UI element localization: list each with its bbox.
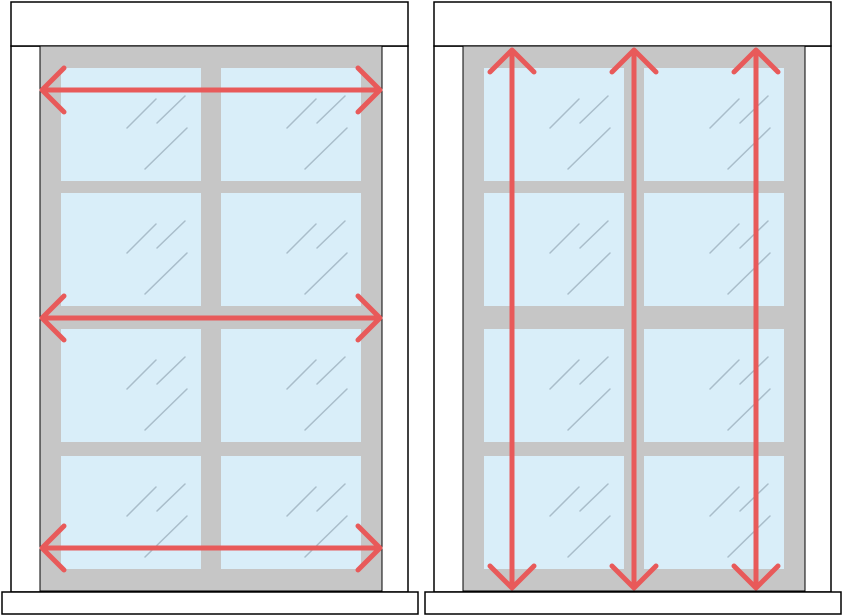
glass-pane-r3-c2-glare-1 xyxy=(709,359,740,390)
glass-pane-r3-c1-glare-1 xyxy=(126,359,157,390)
glass-pane-r2-c2-glare-3 xyxy=(727,252,771,295)
glass-pane-r4-c2-glare-1 xyxy=(286,486,317,517)
glass-pane-r2-c1-glare-1 xyxy=(126,223,157,254)
glass-pane-r3-c2-glare-1 xyxy=(286,359,317,390)
glass-pane-r4-c2-glare-3 xyxy=(727,515,771,558)
glass-pane-r4-c2-glare-2 xyxy=(316,483,346,512)
head-casing xyxy=(433,1,832,47)
glass-pane-r1-c1-glare-2 xyxy=(579,95,609,124)
right-window-diagram xyxy=(424,1,842,615)
width-arrow-3-head-right xyxy=(355,523,383,573)
glass-pane-r2-c2-glare-3 xyxy=(304,252,348,295)
glass-pane-r1-c1-glare-1 xyxy=(549,98,580,129)
glass-pane-r1-c2-glare-3 xyxy=(304,127,348,170)
glass-pane-r4-c1-glare-2 xyxy=(579,483,609,512)
glass-pane-r2-c2-glare-2 xyxy=(316,220,346,249)
glass-pane-r1-c2-glare-2 xyxy=(316,95,346,124)
glass-pane-r3-c1-glare-3 xyxy=(567,388,611,431)
glass-pane-r3-c2-glare-3 xyxy=(304,388,348,431)
height-arrow-3-head-bottom xyxy=(731,563,781,591)
glass-pane-r2-c1-glare-3 xyxy=(144,252,188,295)
glass-pane-r3-c1-glare-3 xyxy=(144,388,188,431)
glass-pane-r1-c1-glare-2 xyxy=(156,95,186,124)
height-arrow-1-head-top xyxy=(487,47,537,75)
glass-pane-r3-c1-glare-2 xyxy=(579,356,609,385)
height-arrow-1-head-bottom xyxy=(487,563,537,591)
glass-pane-r1-c2-glare-3 xyxy=(727,127,771,170)
glass-pane-r4-c1-glare-2 xyxy=(156,483,186,512)
glass-pane-r2-c1-glare-3 xyxy=(567,252,611,295)
glass-pane-r3-c1-glare-2 xyxy=(156,356,186,385)
glass-pane-r1-c2-glare-1 xyxy=(286,98,317,129)
glass-pane-r2-c1-glare-2 xyxy=(156,220,186,249)
glass-pane-r4-c1-glare-3 xyxy=(567,515,611,558)
window-sill xyxy=(424,591,842,615)
glass-pane-r2-c2-glare-1 xyxy=(286,223,317,254)
glass-pane-r3-c2-glare-2 xyxy=(316,356,346,385)
width-arrow-2-head-right xyxy=(355,293,383,343)
glass-pane-r4-c1-glare-1 xyxy=(126,486,157,517)
window-sill xyxy=(1,591,419,615)
width-arrow-3-head-left xyxy=(39,523,67,573)
glass-pane-r1-c2-glare-1 xyxy=(709,98,740,129)
glass-pane-r4-c1-glare-1 xyxy=(549,486,580,517)
glass-pane-r2-c1-glare-2 xyxy=(579,220,609,249)
left-window-diagram xyxy=(1,1,419,615)
height-arrow-3-head-top xyxy=(731,47,781,75)
height-arrow-2-head-bottom xyxy=(609,563,659,591)
glass-pane-r2-c2-glare-1 xyxy=(709,223,740,254)
width-arrow-2-head-left xyxy=(39,293,67,343)
glass-pane-r3-c2-glare-3 xyxy=(727,388,771,431)
glass-pane-r1-c1-glare-3 xyxy=(144,127,188,170)
width-arrow-1-head-left xyxy=(39,65,67,115)
glass-pane-r1-c1-glare-3 xyxy=(567,127,611,170)
head-casing xyxy=(10,1,409,47)
glass-pane-r3-c1-glare-1 xyxy=(549,359,580,390)
glass-pane-r2-c1-glare-1 xyxy=(549,223,580,254)
width-arrow-1-head-right xyxy=(355,65,383,115)
glass-pane-r4-c2-glare-1 xyxy=(709,486,740,517)
glass-pane-r1-c1-glare-1 xyxy=(126,98,157,129)
height-arrow-2-head-top xyxy=(609,47,659,75)
